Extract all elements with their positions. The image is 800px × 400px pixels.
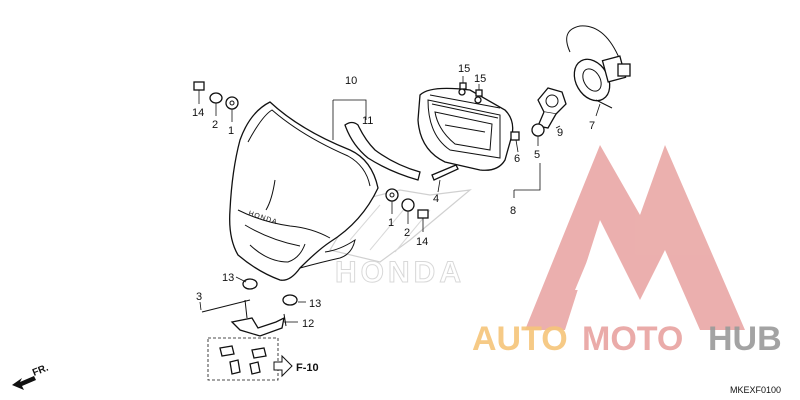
watermark-part3: HUB (708, 320, 782, 358)
hardware-bolts (193, 81, 545, 381)
front-direction-indicator: FR. (12, 362, 50, 390)
callout-11: 11 (362, 115, 373, 127)
callout-12: 12 (302, 318, 314, 330)
callout-8: 8 (510, 205, 516, 217)
callout-3: 3 (196, 291, 202, 303)
headlight-cowl: HONDA (229, 101, 379, 281)
bulb-socket-harness (566, 25, 631, 109)
watermark-text: AUTO MOTO HUB (472, 320, 782, 358)
diagram-code: MKEXF0100 (730, 385, 781, 395)
callout-14-top: 14 (192, 107, 204, 119)
callout-14-lower: 14 (416, 236, 428, 248)
honda-emblem-text: HONDA (335, 256, 465, 289)
reference-label: F-10 (296, 362, 319, 374)
leader-lines (198, 76, 601, 323)
callout-7: 7 (589, 120, 595, 132)
reference-arrow: F-10 (273, 354, 319, 378)
callout-6: 6 (514, 153, 520, 165)
watermark-part1: AUTO (472, 320, 568, 358)
callout-15-a: 15 (458, 63, 470, 75)
callout-13-left: 13 (222, 272, 234, 284)
direction-label: FR. (31, 362, 50, 378)
callout-9: 9 (557, 127, 563, 139)
callout-1-lower: 1 (388, 217, 394, 229)
callout-2-top: 2 (212, 119, 218, 131)
watermark-logo (525, 145, 745, 330)
callout-labels: 10 11 14 2 1 1 2 14 4 15 15 6 5 8 9 7 13… (192, 63, 595, 330)
callout-1-top: 1 (228, 125, 234, 137)
headlight-bulb (537, 87, 567, 129)
trim-strip (344, 121, 421, 181)
watermark-part2: MOTO (582, 320, 683, 358)
callout-5: 5 (534, 149, 540, 161)
callout-10: 10 (345, 75, 357, 87)
callout-4: 4 (433, 193, 439, 205)
callout-2-lower: 2 (404, 227, 410, 239)
callout-15-b: 15 (474, 73, 486, 85)
callout-13-right: 13 (309, 298, 321, 310)
headlight-unit (417, 87, 514, 171)
